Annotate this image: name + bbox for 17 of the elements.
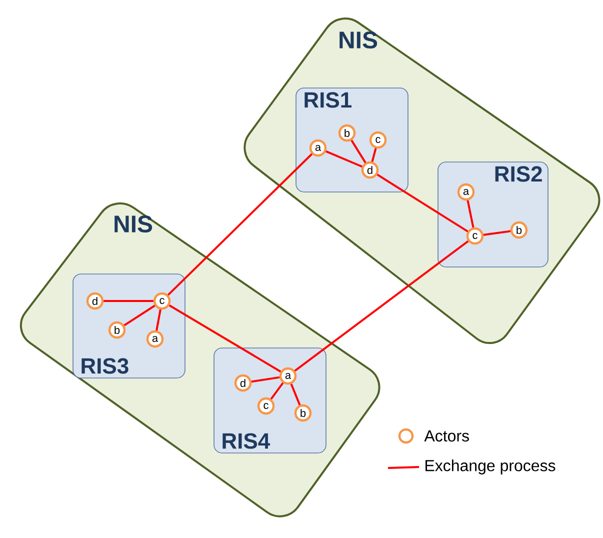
exchange-line — [326, 150, 362, 168]
exchange-line — [124, 304, 156, 326]
exchange-line — [483, 230, 511, 236]
exchange-line — [290, 384, 301, 406]
exchange-line — [104, 300, 154, 302]
exchange-line — [156, 309, 162, 331]
exchange-line — [371, 148, 377, 162]
legend-label: Actors — [424, 430, 469, 442]
exchange-line — [270, 382, 284, 400]
exchange-line — [376, 174, 468, 232]
exchange-line — [251, 376, 280, 383]
exchange-line — [350, 140, 366, 164]
exchange-line — [466, 200, 474, 228]
exchange-line — [168, 304, 282, 372]
exchange-line — [167, 153, 313, 296]
legend-label: Exchange process — [426, 460, 556, 474]
exchange-line — [294, 240, 469, 372]
